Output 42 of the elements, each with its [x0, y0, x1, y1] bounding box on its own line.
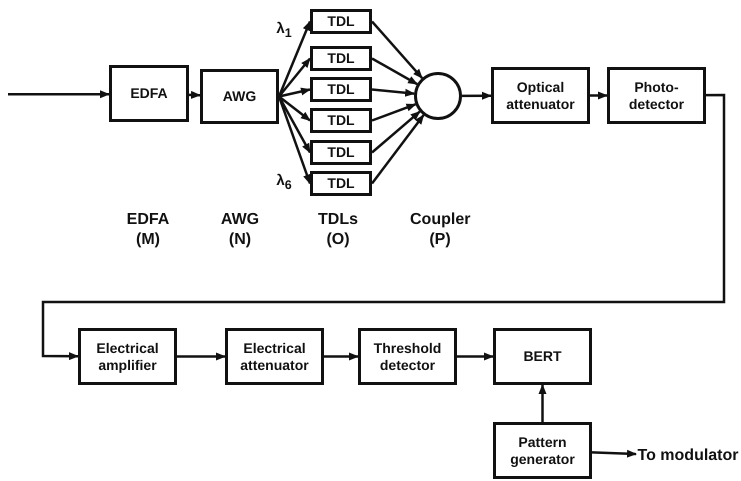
arrow [278, 96, 311, 122]
stage-label: AWG (N) [220, 210, 260, 250]
process-box: TDL [310, 108, 372, 133]
process-box: TDL [310, 171, 372, 196]
destination-text: To modulator [636, 434, 740, 478]
stage-label: Coupler (P) [410, 210, 470, 250]
arrow [177, 352, 226, 360]
arrow [592, 450, 637, 458]
arrow [278, 88, 311, 98]
arrow [371, 57, 418, 86]
arrow [8, 90, 110, 98]
process-box: TDL [310, 77, 372, 102]
process-box: AWG [200, 69, 279, 124]
wavelength-label: λ$_{6}$ [276, 172, 292, 194]
process-box: TDL [310, 9, 372, 34]
process-box: TDL [310, 140, 372, 165]
wavelength-label: λ$_{1}$ [276, 20, 292, 42]
arrow [324, 352, 359, 360]
arrow [538, 384, 546, 422]
process-box: EDFA [109, 65, 189, 122]
arrow [188, 90, 201, 99]
stage-label: EDFA (M) [126, 210, 170, 250]
process-box: BERT [493, 328, 592, 385]
process-box: Photo- detector [607, 67, 706, 124]
arrow [457, 352, 494, 360]
process-box: TDL [310, 46, 372, 71]
process-box: Pattern generator [493, 422, 592, 479]
process-box: Electrical attenuator [225, 328, 324, 385]
arrow [372, 88, 416, 97]
coupler-circle [414, 72, 462, 120]
process-box: Optical attenuator [491, 67, 590, 124]
arrow [371, 20, 424, 79]
arrow [372, 103, 416, 122]
arrow [462, 92, 492, 100]
stage-label: TDLs (O) [317, 210, 359, 250]
process-box: Threshold detector [358, 328, 457, 385]
arrow [371, 114, 425, 184]
arrow [590, 92, 608, 100]
arrow [371, 110, 421, 154]
arrow [278, 58, 311, 98]
arrow [42, 94, 726, 360]
process-box: Electrical amplifier [78, 328, 177, 385]
